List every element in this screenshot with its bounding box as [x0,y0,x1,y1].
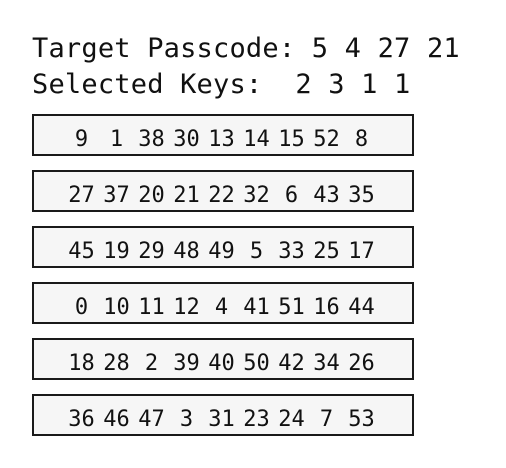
keypad-row: 27 37 20 21 22 32 6 43 35 [32,170,414,212]
keypad-key[interactable]: 41 [243,295,270,320]
keypad-key[interactable]: 32 [243,183,270,208]
keypad-key[interactable]: 24 [278,407,305,432]
keypad-key[interactable]: 28 [103,351,130,376]
keypad-key[interactable]: 17 [348,239,375,264]
keypad-key[interactable]: 40 [208,351,235,376]
keypad-key[interactable]: 16 [313,295,340,320]
keypad-key[interactable]: 6 [284,183,299,208]
keypad-key[interactable]: 15 [278,127,305,152]
keypad-row: 18 28 2 39 40 50 42 34 26 [32,338,414,380]
keypad-key[interactable]: 20 [138,183,165,208]
keypad-key[interactable]: 26 [348,351,375,376]
target-passcode-value: 5 4 27 21 [311,33,460,64]
keypad-row-keys: 36 46 47 3 31 23 24 7 53 [64,404,379,432]
selected-keys-value: 2 3 1 1 [295,69,411,100]
keypad-key[interactable]: 46 [103,407,130,432]
keypad-key[interactable]: 2 [144,351,159,376]
keypad-key[interactable]: 13 [208,127,235,152]
keypad-key[interactable]: 10 [103,295,130,320]
keypad-key[interactable]: 14 [243,127,270,152]
keypad-key[interactable]: 22 [208,183,235,208]
keypad-key[interactable]: 44 [348,295,375,320]
keypad-key[interactable]: 4 [214,295,229,320]
keypad-key[interactable]: 50 [243,351,270,376]
keypad-key[interactable]: 49 [208,239,235,264]
keypad-key[interactable]: 36 [68,407,95,432]
keypad-key[interactable]: 39 [173,351,200,376]
selected-keys-label: Selected Keys: [32,69,263,100]
keypad-key[interactable]: 53 [348,407,375,432]
target-passcode-label: Target Passcode: [32,33,296,64]
keypad-key[interactable]: 34 [313,351,340,376]
keypad-key[interactable]: 43 [313,183,340,208]
keypad-key[interactable]: 19 [103,239,130,264]
keypad-key[interactable]: 11 [138,295,165,320]
keypad-key[interactable]: 33 [278,239,305,264]
keypad-key[interactable]: 12 [173,295,200,320]
keypad-key[interactable]: 42 [278,351,305,376]
target-passcode-line: Target Passcode: 5 4 27 21 [32,32,460,66]
keypad-key[interactable]: 35 [348,183,375,208]
keypad-key[interactable]: 1 [109,127,124,152]
keypad-key[interactable]: 29 [138,239,165,264]
keypad-key[interactable]: 0 [74,295,89,320]
keypad-key[interactable]: 8 [354,127,369,152]
keypad-row: 45 19 29 48 49 5 33 25 17 [32,226,414,268]
keypad-row-keys: 45 19 29 48 49 5 33 25 17 [64,236,379,264]
keypad-key[interactable]: 7 [319,407,334,432]
keypad-key[interactable]: 25 [313,239,340,264]
keypad-key[interactable]: 31 [208,407,235,432]
keypad-key[interactable]: 48 [173,239,200,264]
keypad-key[interactable]: 37 [103,183,130,208]
keypad-row: 36 46 47 3 31 23 24 7 53 [32,394,414,436]
keypad-key[interactable]: 3 [179,407,194,432]
keypad-key[interactable]: 27 [68,183,95,208]
keypad-key[interactable]: 30 [173,127,200,152]
keypad-key[interactable]: 9 [74,127,89,152]
keypad-key[interactable]: 23 [243,407,270,432]
keypad-key[interactable]: 5 [249,239,264,264]
keypad-row-keys: 27 37 20 21 22 32 6 43 35 [64,180,379,208]
selected-keys-line: Selected Keys: 2 3 1 1 [32,68,411,102]
keypad-row: 0 10 11 12 4 41 51 16 44 [32,282,414,324]
keypad-key[interactable]: 21 [173,183,200,208]
keypad-key[interactable]: 45 [68,239,95,264]
keypad-key[interactable]: 38 [138,127,165,152]
keypad-key[interactable]: 52 [313,127,340,152]
keypad-key[interactable]: 47 [138,407,165,432]
keypad-row-keys: 0 10 11 12 4 41 51 16 44 [64,292,379,320]
keypad-row-keys: 18 28 2 39 40 50 42 34 26 [64,348,379,376]
keypad-key[interactable]: 18 [68,351,95,376]
keypad-key[interactable]: 51 [278,295,305,320]
